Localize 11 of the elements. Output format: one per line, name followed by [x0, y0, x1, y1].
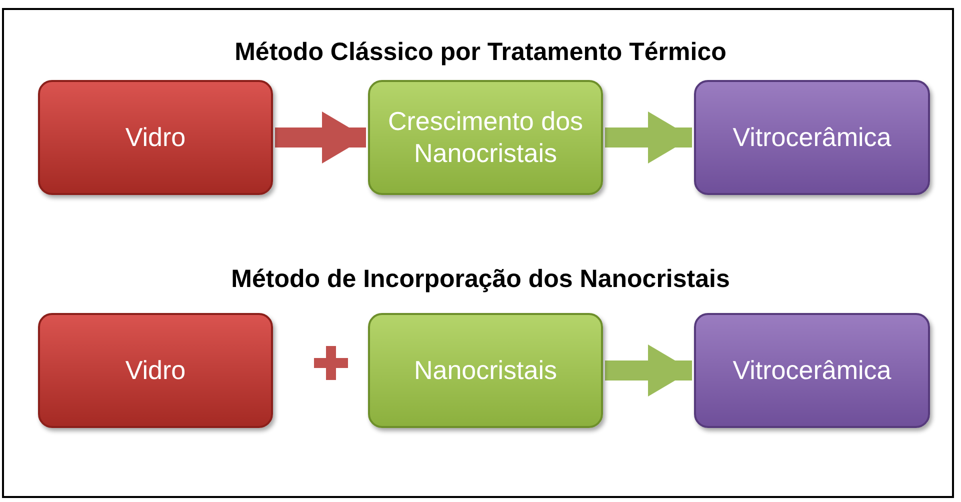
process-box: Nanocristais [368, 313, 603, 428]
process-box: Vidro [38, 80, 273, 195]
process-box: Vitrocerâmica [694, 80, 930, 195]
block-arrow [275, 112, 366, 164]
block-arrow [605, 112, 692, 164]
block-arrow [605, 344, 692, 396]
section-heading: Método de Incorporação dos Nanocristais [230, 265, 731, 294]
process-box: Crescimento dos Nanocristais [368, 80, 603, 195]
section-heading: Método Clássico por Tratamento Térmico [234, 38, 728, 67]
process-box: Vitrocerâmica [694, 313, 930, 428]
process-box: Vidro [38, 313, 273, 428]
